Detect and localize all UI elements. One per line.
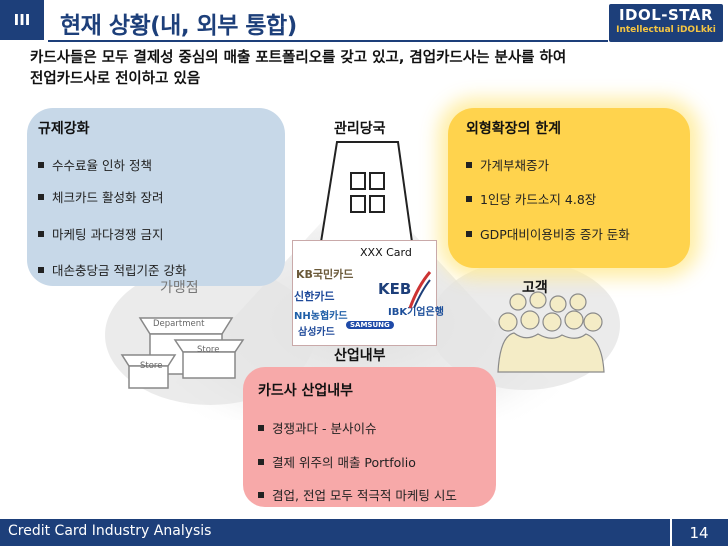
summary-line-1: 카드사들은 모두 결제성 중심의 매출 포트폴리오를 갖고 있고, 겸업카드사는… bbox=[30, 50, 567, 66]
bullet-icon bbox=[38, 161, 44, 168]
samsung-card-logo: 삼성카드 bbox=[298, 327, 335, 338]
keb-logo: KEB bbox=[378, 280, 412, 298]
bullet-icon bbox=[38, 230, 44, 237]
industry-panel bbox=[243, 367, 496, 507]
keb-wing-icon bbox=[408, 271, 432, 309]
nh-card-logo: NH농협카드 bbox=[294, 311, 348, 322]
regulator-building bbox=[319, 141, 414, 243]
expansion-title: 외형확장의 한계 bbox=[466, 121, 562, 137]
bullet-icon bbox=[258, 458, 264, 465]
bullet-icon bbox=[38, 266, 44, 273]
title-divider bbox=[48, 40, 608, 42]
customer-crowd-icon bbox=[497, 291, 605, 373]
bullet-icon bbox=[258, 424, 264, 431]
person-head bbox=[583, 312, 603, 332]
person-head bbox=[569, 293, 587, 311]
store-text: Store bbox=[197, 345, 220, 355]
expansion-item: 1인당 카드소지 4.8장 bbox=[466, 189, 596, 208]
person-head bbox=[498, 312, 518, 332]
merchant-buildings-icon bbox=[120, 317, 245, 389]
window-1 bbox=[350, 172, 366, 190]
person-head bbox=[542, 312, 562, 332]
regulation-item: 마케팅 과다경쟁 금지 bbox=[38, 224, 163, 243]
expansion-item: 가계부채증가 bbox=[466, 155, 549, 174]
footer-bar bbox=[0, 519, 728, 546]
regulator-label: 관리당국 bbox=[334, 121, 386, 137]
shinhan-card-logo: 신한카드 bbox=[294, 290, 335, 303]
card-box-title: XXX Card bbox=[360, 246, 412, 259]
industry-item: 경쟁과다 - 분사이슈 bbox=[258, 418, 376, 437]
crowd-bodies bbox=[497, 332, 605, 373]
page-title: 현재 상황(내, 외부 통합) bbox=[60, 13, 297, 39]
footer-title: Credit Card Industry Analysis bbox=[8, 523, 212, 539]
expansion-limit-panel bbox=[448, 108, 690, 268]
brand-logo: IDOL-STAR Intellectual iDOLkki bbox=[609, 4, 723, 42]
merchant-label: 가맹점 bbox=[160, 280, 199, 296]
bullet-icon bbox=[466, 161, 472, 168]
page-number: 14 bbox=[670, 519, 726, 546]
person-head bbox=[549, 295, 567, 313]
store-body-2 bbox=[182, 351, 236, 379]
regulation-item: 체크카드 활성화 장려 bbox=[38, 187, 163, 206]
regulation-title: 규제강화 bbox=[38, 121, 90, 137]
regulation-panel bbox=[27, 108, 285, 286]
expansion-item: GDP대비이용비중 증가 둔화 bbox=[466, 224, 630, 243]
window-3 bbox=[350, 195, 366, 213]
bullet-icon bbox=[466, 195, 472, 202]
window-2 bbox=[369, 172, 385, 190]
person-head bbox=[509, 293, 527, 311]
industry-item: 겸업, 전업 모두 적극적 마케팅 시도 bbox=[258, 485, 457, 504]
store-body-1 bbox=[128, 365, 169, 389]
bullet-icon bbox=[258, 491, 264, 498]
bullet-icon bbox=[38, 193, 44, 200]
logo-sub-text: Intellectual iDOLkki bbox=[616, 25, 716, 35]
bullet-icon bbox=[466, 230, 472, 237]
summary-text: 카드사들은 모두 결제성 중심의 매출 포트폴리오를 갖고 있고, 겸업카드사는… bbox=[30, 48, 710, 90]
ibk-logo: IBK기업은행 bbox=[388, 307, 444, 318]
person-head bbox=[564, 310, 584, 330]
regulation-item: 대손충당금 적립기준 강화 bbox=[38, 260, 186, 279]
person-head bbox=[520, 310, 540, 330]
section-number-badge: III bbox=[0, 0, 44, 40]
industry-item: 결제 위주의 매출 Portfolio bbox=[258, 452, 416, 471]
person-head bbox=[529, 291, 547, 309]
regulation-item: 수수료율 인하 정책 bbox=[38, 155, 152, 174]
industry-title: 카드사 산업내부 bbox=[258, 383, 354, 399]
kb-card-logo: KB국민카드 bbox=[296, 268, 354, 281]
department-text: Department bbox=[153, 319, 205, 329]
window-4 bbox=[369, 195, 385, 213]
customer-label: 고객 bbox=[522, 280, 548, 296]
industry-inside-label: 산업내부 bbox=[334, 348, 386, 364]
samsung-logo: SAMSUNG bbox=[346, 321, 394, 329]
logo-main-text: IDOL-STAR bbox=[618, 6, 714, 24]
store-text: Store bbox=[140, 361, 163, 371]
summary-line-2: 전업카드사로 전이하고 있음 bbox=[30, 71, 201, 87]
